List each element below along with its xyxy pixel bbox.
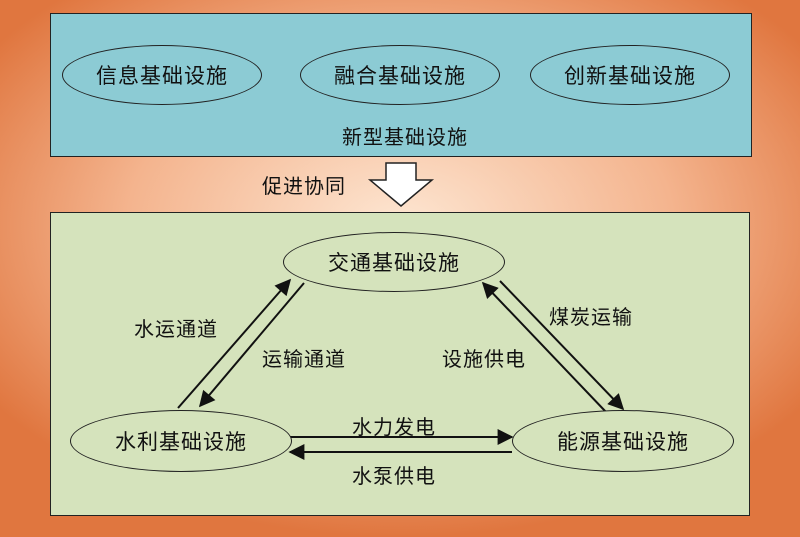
innovation-infrastructure-node: 创新基础设施 [530,45,730,105]
fusion-infrastructure-node: 融合基础设施 [300,45,500,105]
coal-transport-arrow [499,280,625,411]
promote-synergy-arrow [367,162,435,207]
coal-transport-label: 煤炭运输 [549,305,633,329]
transport-channel-label: 运输通道 [262,347,346,371]
promote-synergy-label: 促进协同 [262,174,346,198]
information-infrastructure-node: 信息基础设施 [62,45,262,105]
new-infrastructure-title: 新型基础设施 [342,125,468,149]
water-infrastructure-node: 水利基础设施 [70,410,292,472]
facility-power-label: 设施供电 [442,347,526,371]
transport-infrastructure-node: 交通基础设施 [283,232,505,292]
water-transport-channel-label: 水运通道 [134,317,218,341]
hydropower-label: 水力发电 [352,415,436,439]
pumped-storage-power-label: 水泵供电 [352,464,436,488]
water-transport-channel-arrow [177,278,292,409]
energy-infrastructure-node: 能源基础设施 [512,410,734,472]
transport-channel-arrow [198,282,305,408]
facility-power-arrow [481,281,607,413]
